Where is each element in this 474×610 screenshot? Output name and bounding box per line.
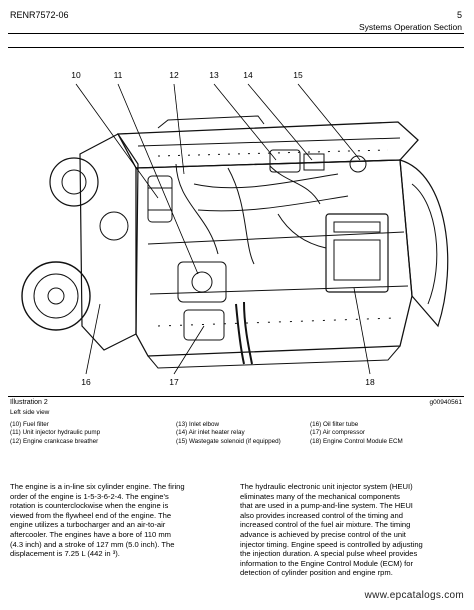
legend-column-3: (16) Oil filter tube (17) Air compressor…	[310, 421, 403, 446]
legend-item: (14) Air inlet heater relay	[176, 429, 245, 437]
legend-item: (10) Fuel filter	[10, 421, 49, 428]
legend-item: (17) Air compressor	[310, 429, 365, 437]
callout-label-10: 10	[71, 70, 81, 80]
page-number: 5	[456, 10, 462, 20]
callout-label-16: 16	[81, 377, 91, 387]
figure-rule	[8, 396, 464, 397]
illustration-label: Illustration 2	[10, 399, 48, 406]
text-line: The hydraulic electronic unit injector s…	[240, 482, 413, 491]
callout-label-18: 18	[365, 377, 375, 387]
text-line: eliminates many of the mechanical compon…	[240, 491, 400, 501]
text-line: injector timing. Engine speed is control…	[240, 539, 423, 549]
legend-column-2: (13) Inlet elbow (14) Air inlet heater r…	[176, 421, 281, 446]
text-line: rotation is counterclockwise when the en…	[10, 501, 169, 511]
legend-item: (12) Engine crankcase breather	[10, 437, 99, 445]
engine-illustration: 10 11 12 13 14 15 16 17 18	[21, 70, 449, 387]
legend-item: (11) Unit injector hydraulic pump	[10, 429, 101, 437]
text-line: detection of cylinder position and engin…	[240, 568, 393, 578]
body-paragraph-left: The engine is a in-line six cylinder eng…	[10, 482, 232, 559]
section-title: Systems Operation Section	[359, 22, 462, 32]
callout-label-15: 15	[293, 70, 303, 80]
legend-item: (13) Inlet elbow	[176, 421, 220, 428]
callout-label-17: 17	[169, 377, 179, 387]
legend-item: (18) Engine Control Module ECM	[310, 437, 403, 445]
watermark: www.epcatalogs.com	[364, 590, 464, 601]
text-line: order of the engine is 1-5-3-6-2-4. The …	[10, 491, 169, 501]
text-line: The engine is a in-line six cylinder eng…	[10, 482, 185, 491]
text-line: aftercooler. The engines have a bore of …	[10, 529, 171, 539]
text-line: (4.3 inch) and a stroke of 127 mm (5.0 i…	[10, 539, 175, 549]
text-line: the injection duration. A special pulse …	[240, 549, 418, 559]
text-line: engine utilizes a turbocharger and an ai…	[10, 520, 166, 530]
header-rule	[8, 33, 464, 34]
body-paragraph-right: The hydraulic electronic unit injector s…	[240, 482, 466, 578]
illustration-id: g00940561	[429, 399, 462, 406]
header-rule-lower	[8, 47, 464, 48]
text-line: viewed from the flywheel end of the engi…	[10, 510, 172, 520]
callout-label-11: 11	[114, 70, 123, 80]
callout-label-12: 12	[169, 70, 179, 80]
document-id: RENR7572-06	[10, 10, 69, 20]
text-line: displacement is 7.25 L (442 in ³).	[10, 549, 120, 559]
text-line: also provides increased control of the t…	[240, 510, 403, 520]
legend-column-1: (10) Fuel filter (11) Unit injector hydr…	[10, 421, 100, 446]
text-line: information to the Engine Control Module…	[240, 558, 414, 568]
text-line: advance is achieved by precise control o…	[240, 529, 406, 539]
text-line: that are used in a pump-and-line system.…	[240, 501, 413, 511]
callout-label-13: 13	[209, 70, 219, 80]
text-line: increased control of the fuel air mixtur…	[240, 520, 411, 530]
legend-item: (15) Wastegate solenoid (if equipped)	[176, 437, 281, 445]
callout-label-14: 14	[243, 70, 253, 80]
view-label: Left side view	[10, 409, 50, 416]
legend-item: (16) Oil filter tube	[310, 421, 359, 428]
